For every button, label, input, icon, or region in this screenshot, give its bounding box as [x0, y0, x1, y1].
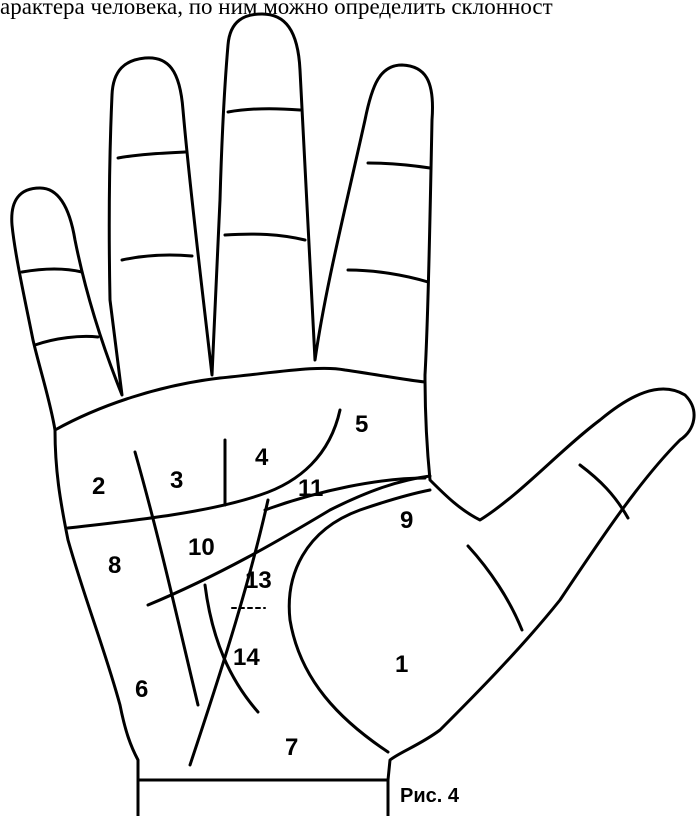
middle-finger-crease-2: [225, 234, 305, 240]
little-finger-crease-2: [35, 336, 98, 345]
zone-label-10: 10: [188, 534, 215, 561]
index-finger-crease-1: [368, 163, 430, 168]
zone-label-2: 2: [92, 473, 105, 500]
zone-label-14: 14: [233, 644, 260, 671]
zone-label-11: 11: [298, 475, 323, 502]
zone-label-13: 13: [245, 567, 272, 594]
index-finger-crease-2: [348, 270, 428, 282]
zone-label-6: 6: [135, 676, 148, 703]
ring-finger-crease-2: [122, 255, 192, 260]
finger-base-line: [55, 368, 425, 430]
zone-label-7: 7: [285, 734, 298, 761]
fate-line: [135, 452, 198, 705]
heart-line: [68, 410, 340, 528]
hand-outline: [12, 14, 694, 780]
zone-label-3: 3: [170, 467, 183, 494]
figure-caption: Рис. 4: [400, 785, 459, 808]
ring-finger-crease-1: [118, 152, 185, 158]
little-finger-crease-1: [22, 269, 82, 272]
thumb-base-line: [468, 546, 522, 630]
middle-finger-crease-1: [228, 109, 300, 112]
zone-label-8: 8: [108, 552, 121, 579]
zone-label-1: 1: [395, 651, 408, 678]
zone-label-4: 4: [255, 444, 269, 471]
zone-label-9: 9: [400, 507, 413, 534]
zone-label-5: 5: [355, 411, 368, 438]
